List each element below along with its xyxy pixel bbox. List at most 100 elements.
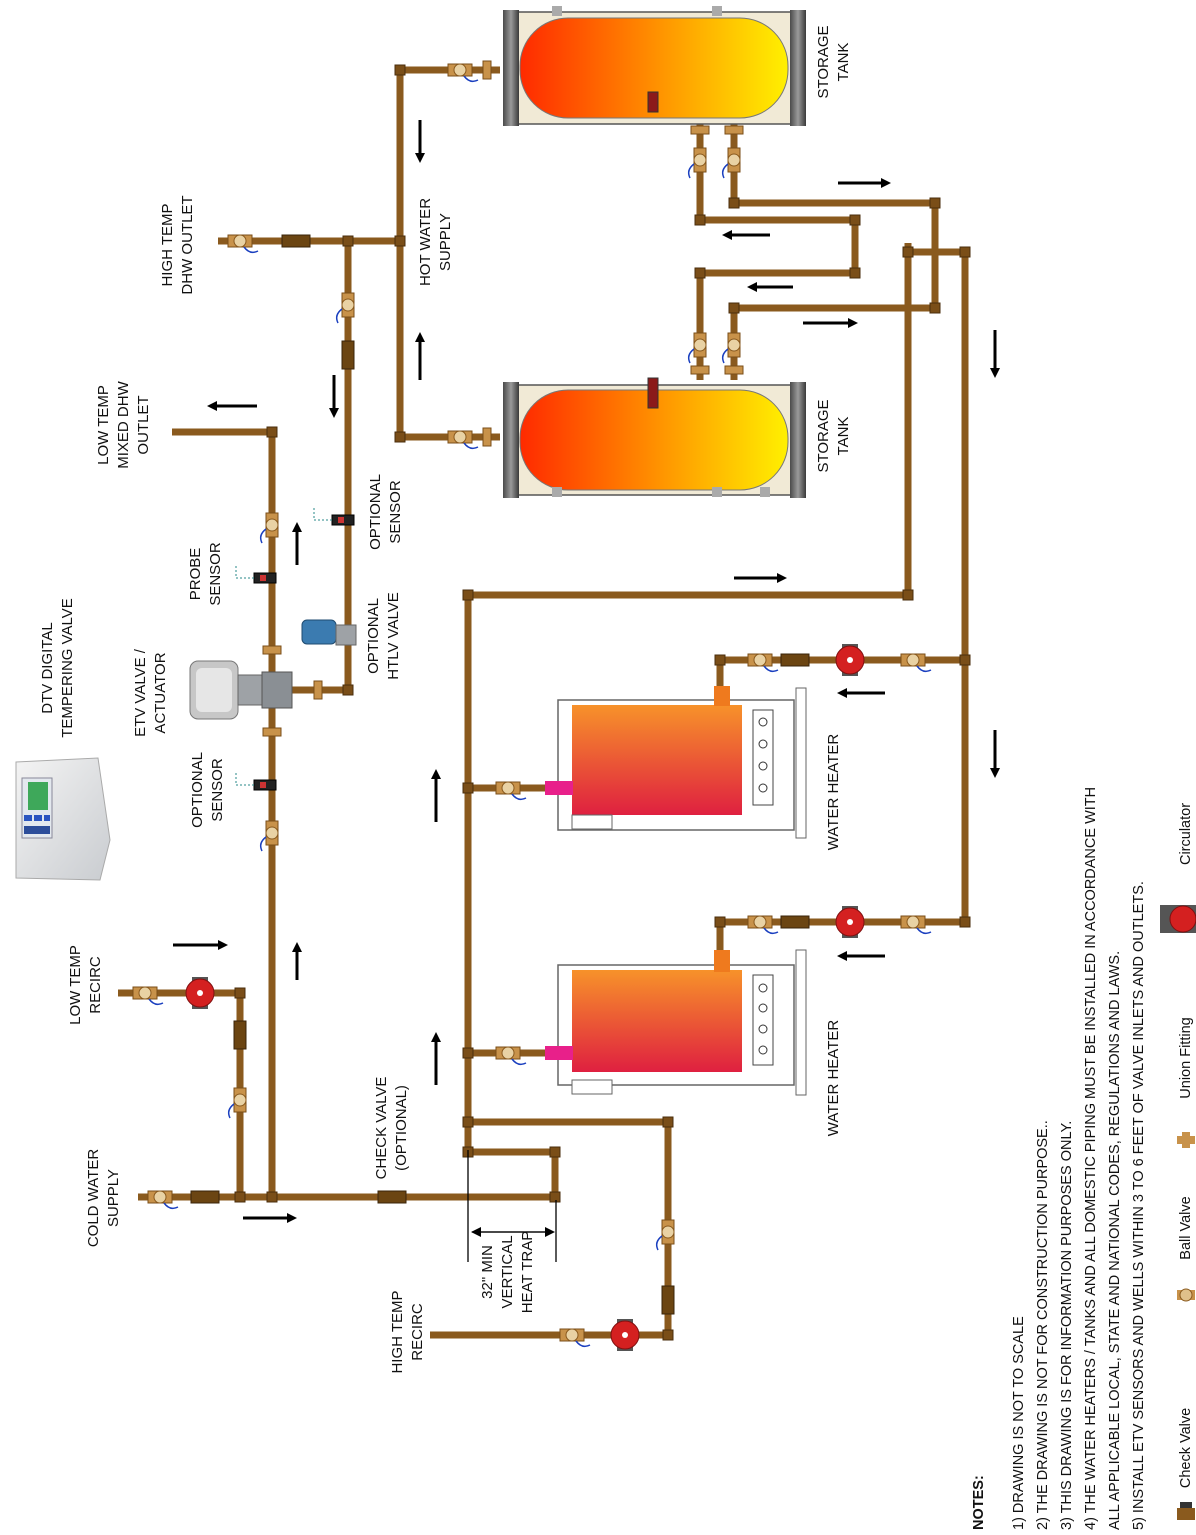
ball-valve-icon xyxy=(495,1046,527,1066)
label-line: VERTICAL xyxy=(499,1235,516,1308)
note-item: 2) THE DRAWING IS NOT FOR CONSTRUCTION P… xyxy=(1035,1120,1051,1530)
valve-ball xyxy=(153,1190,167,1204)
valve-handle xyxy=(511,1058,527,1066)
sensor-tip xyxy=(260,782,266,788)
pipe-elbow xyxy=(234,987,246,999)
circulator-icon xyxy=(610,1319,640,1351)
ball-valve-icon xyxy=(655,1219,675,1251)
note-item: ALL APPLICABLE LOCAL, STATE AND NATIONAL… xyxy=(1107,951,1123,1530)
pipe-elbow xyxy=(902,246,914,258)
sensor-tip xyxy=(338,517,344,523)
label-line: COLD WATER xyxy=(85,1149,102,1248)
ball-valve-icon xyxy=(687,147,707,179)
label-line: HIGH TEMP xyxy=(389,1290,406,1373)
water-heater-2 xyxy=(545,949,807,1096)
valve-ball xyxy=(565,1328,579,1342)
pipe-elbow xyxy=(266,1191,278,1203)
label-heat-trap: 32" MIN VERTICAL HEAT TRAP xyxy=(479,1231,536,1314)
storage-tank-bottom xyxy=(503,377,806,498)
ball-valve-icon xyxy=(721,332,741,364)
pipe-elbow xyxy=(394,431,406,443)
note-item: 4) THE WATER HEATERS / TANKS AND ALL DOM… xyxy=(1083,787,1099,1530)
circulator-hub xyxy=(622,1332,628,1338)
valve-handle xyxy=(335,308,343,324)
union-body xyxy=(262,727,282,737)
valve-handle xyxy=(243,246,259,254)
label-high-temp-dhw-outlet: HIGH TEMP DHW OUTLET xyxy=(159,195,196,294)
label-line: RECIRC xyxy=(409,1303,426,1361)
label-etv-valve-actuator: ETV VALVE / ACTUATOR xyxy=(132,648,169,737)
ball-valve-icon xyxy=(687,332,707,364)
pipe-elbow xyxy=(959,654,971,666)
note-item: 3) THIS DRAWING IS FOR INFORMATION PURPO… xyxy=(1059,1121,1075,1530)
sensor-wire xyxy=(313,508,332,521)
circulator-hub xyxy=(847,657,853,663)
label-high-temp-recirc: HIGH TEMP RECIRC xyxy=(389,1290,426,1373)
pipe-elbow xyxy=(714,654,726,666)
circulator-icon xyxy=(1160,905,1196,933)
pipe-elbow xyxy=(728,302,740,314)
pipe-elbow xyxy=(549,1191,561,1203)
pipe-elbow xyxy=(929,197,941,209)
pipe-elbow xyxy=(462,1047,474,1059)
circulator-icon xyxy=(835,644,865,676)
label-line: SENSOR xyxy=(207,542,224,606)
valve-handle xyxy=(463,442,479,450)
circulator-icon xyxy=(185,977,215,1009)
valve-handle xyxy=(148,998,164,1006)
ball-valve-icon xyxy=(747,915,779,935)
label-line: TANK xyxy=(835,417,852,456)
check-body xyxy=(661,1285,675,1315)
pipe-elbow xyxy=(462,1116,474,1128)
label-probe-sensor: PROBE SENSOR xyxy=(187,542,224,606)
union-fitting-icon xyxy=(482,60,492,80)
label-cold-water-supply: COLD WATER SUPPLY xyxy=(85,1149,122,1248)
valve-ball xyxy=(233,1093,247,1107)
note-item: 5) INSTALL ETV SENSORS AND WELLS WITHIN … xyxy=(1131,881,1147,1530)
legend-ball-valve-label: Ball Valve xyxy=(1178,1196,1194,1259)
label-line: TANK xyxy=(835,43,852,82)
sensor-wire xyxy=(235,773,254,786)
valve-ball xyxy=(265,518,279,532)
ball-valve-icon xyxy=(227,234,259,254)
union-body xyxy=(724,365,744,375)
controller-icon xyxy=(15,757,111,881)
valve-handle xyxy=(687,163,695,179)
circulator-hub xyxy=(847,919,853,925)
label-line: DTV DIGITAL xyxy=(39,622,56,713)
ball-valve-icon xyxy=(227,1087,247,1119)
valve-ball xyxy=(501,781,515,795)
ball-valve-icon xyxy=(1177,1288,1195,1302)
valve-ball xyxy=(727,153,741,167)
ball-valve-icon xyxy=(147,1190,179,1210)
union-body xyxy=(482,427,492,447)
label-line: HIGH TEMP xyxy=(159,203,176,286)
label-water-heater-2: WATER HEATER xyxy=(825,1020,842,1137)
pipe-elbow xyxy=(342,684,354,696)
label-line: 32" MIN xyxy=(479,1245,496,1299)
label-check-valve-optional: CHECK VALVE (OPTIONAL) xyxy=(373,1077,410,1180)
check-body xyxy=(341,340,355,370)
sensor-icon xyxy=(313,508,355,526)
check-valve-icon xyxy=(190,1190,220,1204)
ball-valve-icon xyxy=(132,986,164,1006)
sensor-wire xyxy=(235,566,254,579)
check-body xyxy=(780,653,810,667)
circulator-icon xyxy=(835,906,865,938)
union-fitting-icon xyxy=(724,125,744,135)
check-valve-icon xyxy=(1177,1502,1195,1520)
check-valve-icon xyxy=(780,915,810,929)
valve-handle xyxy=(763,665,779,673)
ball-valve-icon xyxy=(721,147,741,179)
union-body xyxy=(482,60,492,80)
label-line: OPTIONAL xyxy=(367,474,384,550)
circulator-hub xyxy=(197,990,203,996)
label-line: OPTIONAL xyxy=(365,598,382,674)
valve-ball xyxy=(661,1225,675,1239)
valve-handle xyxy=(463,75,479,83)
label-optional-htlv-valve: OPTIONAL HTLV VALVE xyxy=(365,592,402,680)
label-line: LOW TEMP xyxy=(95,385,112,465)
pipe-elbow xyxy=(694,267,706,279)
check-valve-icon xyxy=(233,1020,247,1050)
